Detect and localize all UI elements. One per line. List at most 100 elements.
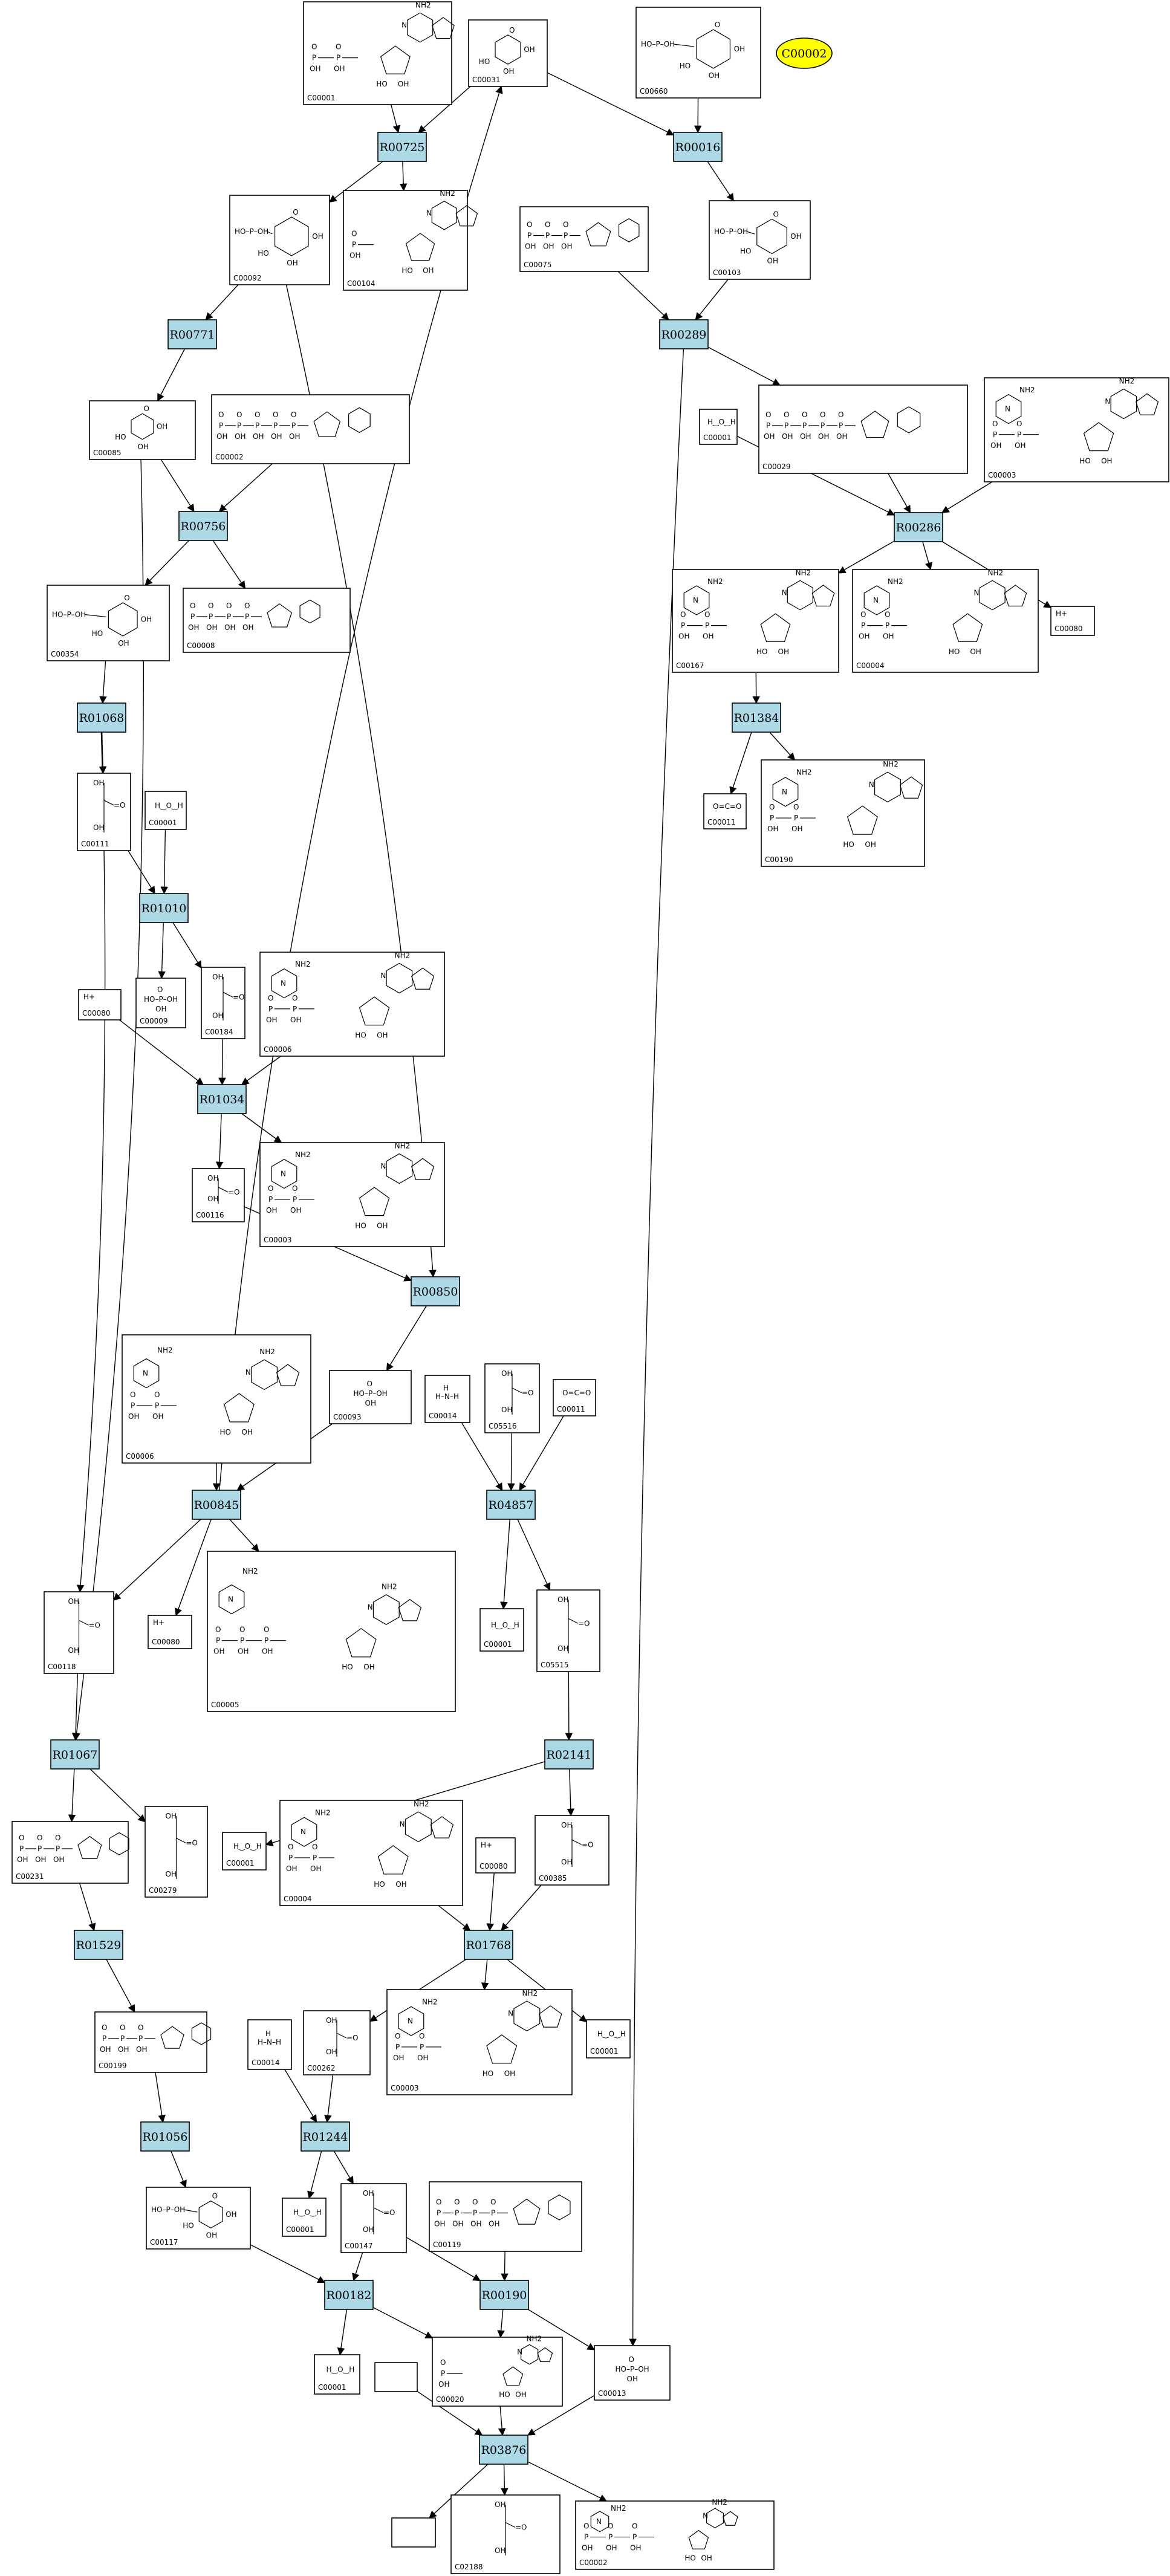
compound-box[interactable] (468, 19, 548, 87)
compound-box[interactable] (282, 2198, 327, 2237)
reaction-box[interactable] (139, 893, 189, 923)
compound-box[interactable] (852, 569, 1039, 673)
compound-box[interactable] (391, 2517, 436, 2548)
reaction-box[interactable] (192, 1490, 241, 1520)
compound-box[interactable] (699, 409, 738, 445)
compound-box[interactable] (11, 1821, 129, 1884)
reaction-node[interactable]: R00182 (324, 2280, 374, 2310)
compound-box[interactable] (211, 394, 410, 464)
reaction-node[interactable]: R01056 (140, 2121, 190, 2152)
compound-box[interactable] (709, 200, 811, 280)
compound-box[interactable] (343, 190, 468, 291)
compound-box[interactable] (424, 1375, 470, 1423)
compound-box[interactable] (222, 1832, 267, 1870)
compound-box[interactable] (146, 2187, 251, 2250)
compound-box[interactable] (259, 1142, 445, 1247)
reaction-node[interactable]: R03876 (479, 2435, 528, 2465)
compound-box[interactable] (386, 1989, 573, 2095)
compound-box[interactable] (183, 588, 351, 653)
compound-box[interactable] (303, 1, 452, 105)
highlighted-compound-node[interactable]: C00002 (776, 37, 833, 69)
compound-box[interactable] (94, 2011, 207, 2073)
reaction-node[interactable]: R01529 (74, 1930, 123, 1960)
reaction-node[interactable]: R01034 (197, 1084, 247, 1114)
compound-box[interactable] (703, 793, 747, 829)
compound-box[interactable] (575, 2500, 775, 2570)
compound-box[interactable] (1050, 606, 1095, 636)
reaction-box[interactable] (894, 512, 943, 542)
compound-box[interactable] (519, 206, 649, 272)
compound-box[interactable] (758, 384, 968, 474)
compound-box[interactable] (329, 1370, 412, 1424)
reaction-box[interactable] (479, 2280, 529, 2310)
reaction-box[interactable] (74, 1930, 123, 1960)
reaction-node[interactable]: R00289 (659, 319, 709, 349)
compound-box[interactable] (374, 2362, 418, 2392)
reaction-box[interactable] (544, 1739, 594, 1770)
compound-box[interactable] (761, 759, 925, 867)
compound-box[interactable] (259, 952, 445, 1057)
compound-box[interactable] (207, 1551, 456, 1712)
reaction-box[interactable] (732, 702, 781, 733)
compound-box[interactable] (594, 2345, 671, 2401)
compound-box[interactable] (135, 978, 186, 1028)
reaction-node[interactable]: R00845 (192, 1490, 241, 1520)
reaction-node[interactable]: R02141 (544, 1739, 594, 1770)
reaction-node[interactable]: R01010 (139, 893, 189, 923)
compound-box[interactable] (586, 2019, 631, 2059)
compound-box[interactable] (145, 791, 187, 830)
compound-node[interactable]: H+C00080 (1050, 606, 1095, 636)
reaction-box[interactable] (464, 1930, 513, 1960)
compound-box[interactable] (672, 569, 839, 673)
reaction-node[interactable]: R00756 (178, 511, 228, 541)
reaction-node[interactable]: R04857 (486, 1490, 536, 1520)
reaction-box[interactable] (324, 2280, 374, 2310)
reaction-node[interactable]: R01384 (732, 702, 781, 733)
compound-box[interactable] (229, 195, 330, 285)
compound-box[interactable] (635, 7, 761, 99)
reaction-node[interactable]: R01768 (464, 1930, 513, 1960)
reaction-box[interactable] (77, 702, 126, 733)
reaction-box[interactable] (197, 1084, 247, 1114)
compound-box[interactable] (148, 1615, 192, 1649)
reaction-node[interactable]: R00286 (894, 512, 943, 542)
compound-box[interactable] (279, 1800, 463, 1906)
compound-node[interactable] (374, 2362, 418, 2392)
compound-box[interactable] (479, 1608, 524, 1652)
compound-box[interactable] (429, 2181, 582, 2252)
